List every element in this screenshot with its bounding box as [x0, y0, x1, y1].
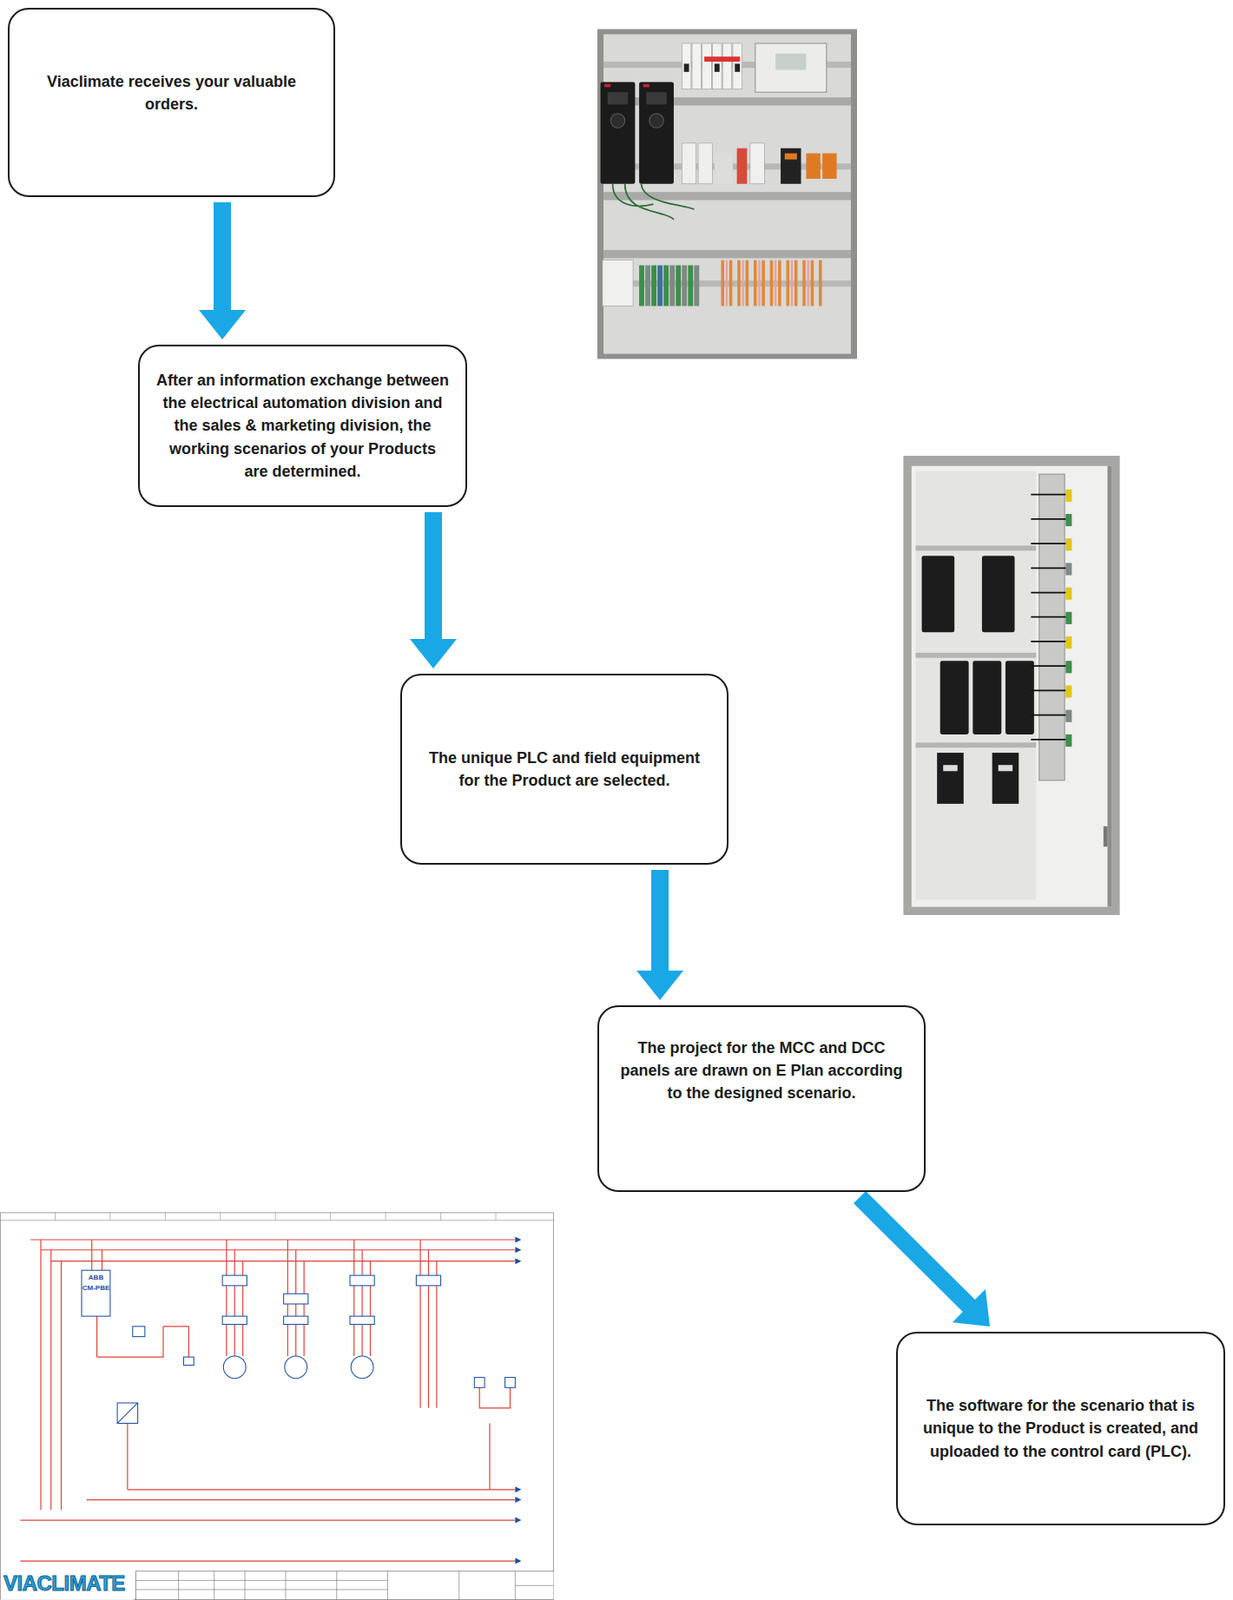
- process-box: After an information exchange between th…: [138, 344, 468, 508]
- step-text: The software for the scenario that is un…: [913, 1394, 1208, 1463]
- circuit-schematic: [0, 1212, 554, 1600]
- company-logo: VIACLIMATE: [3, 1572, 134, 1596]
- arrow-shape: [409, 512, 457, 669]
- flow-arrow: [853, 1191, 990, 1327]
- flow-arrow: [409, 512, 457, 669]
- step-text: The project for the MCC and DCC panels a…: [614, 1036, 909, 1105]
- device-label: ABB: [81, 1274, 111, 1283]
- step-text: After an information exchange between th…: [155, 369, 450, 482]
- arrow-shape: [636, 870, 684, 1001]
- control-panel-photo: [597, 28, 858, 360]
- process-box: The software for the scenario that is un…: [896, 1331, 1226, 1526]
- process-box: The unique PLC and field equipment for t…: [400, 673, 729, 865]
- process-box: The project for the MCC and DCC panels a…: [597, 1005, 926, 1193]
- device-label: CM-PBE: [81, 1285, 111, 1293]
- process-box: Viaclimate receives your valuable orders…: [7, 7, 336, 198]
- cabinet-photo: [903, 455, 1121, 916]
- step-text: Viaclimate receives your valuable orders…: [25, 70, 318, 116]
- step-text: The unique PLC and field equipment for t…: [417, 746, 712, 792]
- flow-arrow: [198, 202, 246, 340]
- arrow-shape: [198, 202, 246, 340]
- arrow-shape: [853, 1191, 990, 1327]
- flow-arrow: [636, 870, 684, 1001]
